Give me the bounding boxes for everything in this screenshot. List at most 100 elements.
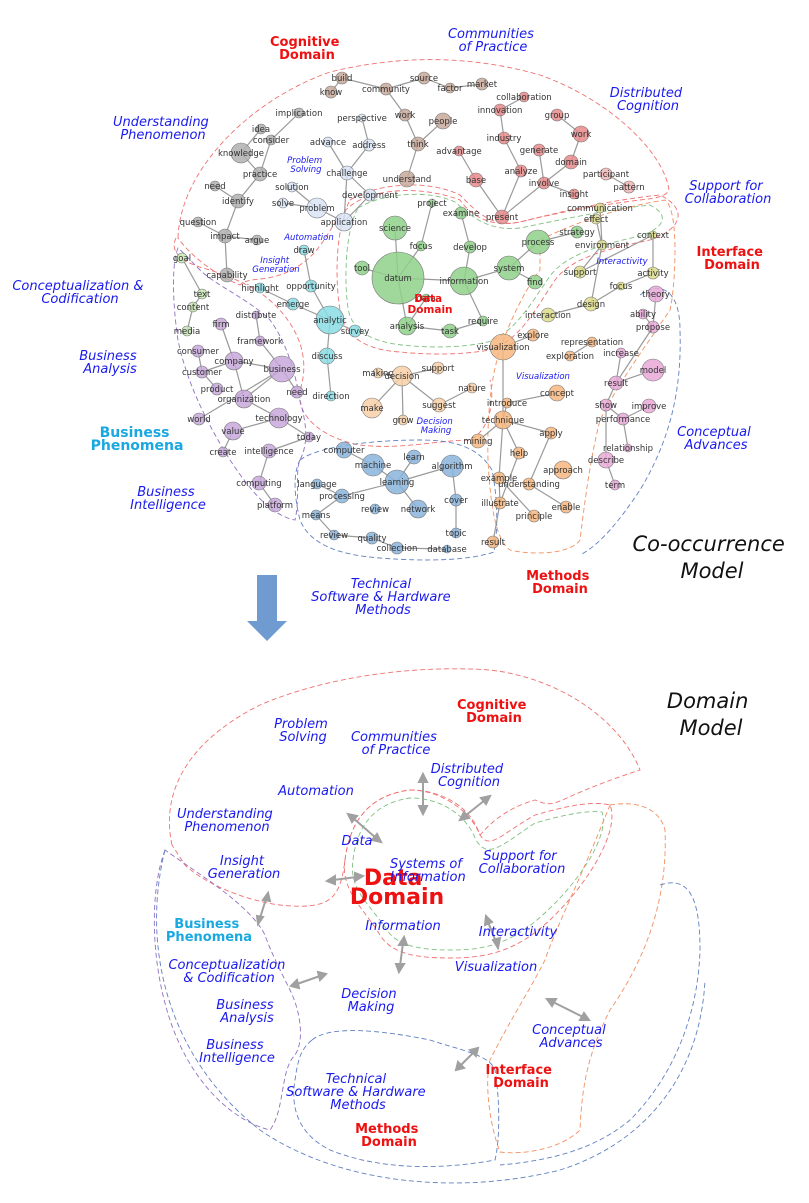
network-node: information: [439, 266, 489, 296]
node-label: collaboration: [496, 93, 551, 103]
conceptualization-label: Conceptualization & Codification: [12, 279, 147, 307]
node-label: examine: [443, 209, 480, 219]
node-label: solve: [272, 199, 294, 209]
node-circle: [210, 382, 224, 396]
node-circle: [466, 382, 478, 394]
network-node: highlight: [241, 282, 279, 294]
node-label: show: [595, 401, 617, 411]
node-label: topic: [446, 529, 467, 539]
node-label: pattern: [613, 183, 644, 193]
node-circle: [493, 496, 507, 510]
node-circle: [637, 308, 649, 320]
outer-boundary: [156, 849, 706, 1184]
node-circle: [255, 123, 267, 135]
network-node: propose: [636, 320, 670, 334]
network-edge: [579, 234, 654, 273]
node-circle: [527, 274, 543, 290]
node-label: strategy: [559, 228, 594, 238]
bottom-methods-line1: Methods: [355, 1122, 418, 1137]
node-circle: [268, 407, 290, 429]
node-circle: [608, 375, 624, 391]
b-systems-line2: Information: [390, 870, 465, 885]
network-node: create: [210, 446, 236, 458]
node-label: highlight: [241, 284, 279, 294]
cognitive-domain-label-line2: Domain: [279, 48, 335, 63]
node-label: consumer: [177, 347, 220, 357]
down-arrow-icon: [247, 575, 287, 641]
business-analysis-label: Business Analysis: [79, 349, 140, 377]
node-label: datum: [384, 274, 412, 284]
business-analysis-line1: Business: [79, 349, 137, 364]
node-circle: [522, 477, 536, 491]
b-distributed-line1: Distributed: [431, 762, 504, 777]
bottom-decision-label: Decision Making: [341, 987, 401, 1015]
network-edge: [181, 257, 203, 295]
business-phenomena-label-line2: Phenomena: [91, 438, 184, 454]
network-node: process: [522, 229, 555, 255]
node-label: decision: [384, 372, 419, 382]
network-node: platform: [257, 497, 293, 513]
network-edge: [528, 483, 567, 508]
network-node: need: [286, 385, 308, 399]
node-label: factor: [438, 84, 463, 94]
bottom-cognitive-line2: Domain: [466, 711, 522, 726]
network-node: understanding: [498, 477, 560, 491]
node-label: source: [410, 74, 438, 84]
node-circle: [252, 166, 268, 182]
node-circle: [434, 112, 452, 130]
network-node: quality: [357, 531, 387, 545]
network-node: market: [467, 77, 498, 91]
node-label: nature: [458, 384, 486, 394]
network-node: introduce: [487, 397, 527, 409]
node-label: focus: [610, 282, 633, 292]
network-node: text: [194, 288, 211, 300]
node-label: technology: [255, 414, 302, 424]
node-circle: [572, 125, 590, 143]
network-node: analyze: [505, 164, 537, 178]
domain-model: Cognitive Domain Data Domain Interface D…: [153, 668, 748, 1184]
bottom-business-intelligence-label: Business Intelligence: [199, 1038, 275, 1066]
network-node: think: [407, 136, 429, 152]
b-systems-line1: Systems of: [390, 857, 464, 872]
node-circle: [251, 475, 267, 491]
interface-domain-label-line1: Interface: [696, 245, 763, 260]
network-node: suggest: [422, 397, 456, 413]
network-node: review: [361, 503, 389, 515]
conceptual-advances-boundary: [579, 287, 681, 556]
b-communities-line1: Communities: [351, 730, 437, 745]
node-circle: [354, 260, 370, 276]
bottom-problem-solving-label: Problem Solving: [274, 717, 332, 745]
network-node: perspective: [337, 113, 387, 124]
node-circle: [641, 358, 665, 382]
node-label: task: [441, 327, 459, 337]
double-arrow-icon-conceptualization-decision: [289, 970, 328, 990]
node-circle: [187, 301, 199, 313]
node-label: involve: [529, 179, 560, 189]
understanding-phenomenon-label: Understanding Phenomenon: [113, 115, 213, 143]
node-label: ability: [630, 310, 656, 320]
network-node: develop: [453, 240, 487, 254]
node-label: generate: [520, 146, 559, 156]
bottom-business-line2: Phenomena: [166, 930, 252, 945]
business-intelligence-label: Business Intelligence: [130, 485, 206, 513]
network-edge: [599, 207, 603, 246]
node-label: collection: [377, 544, 418, 554]
network-node: advance: [310, 136, 346, 148]
b-decision-line2: Making: [348, 1000, 395, 1015]
network-node: visualization: [476, 333, 530, 361]
co-occurrence-title-line2: Model: [680, 559, 743, 583]
node-label: direction: [312, 392, 349, 402]
node-circle: [573, 265, 587, 279]
decision-line1: Decision: [417, 417, 453, 427]
node-label: grow: [393, 416, 414, 426]
node-label: computer: [324, 446, 365, 456]
node-label: activity: [637, 269, 668, 279]
node-circle: [525, 229, 551, 255]
node-label: describe: [588, 456, 624, 466]
business-phenomena-label: Business Phenomena: [91, 425, 184, 454]
network-edge: [396, 547, 448, 550]
b-concept-line2: & Codification: [183, 971, 275, 986]
methods-domain-label: Methods Domain: [526, 569, 594, 597]
network-node: work: [571, 125, 591, 143]
node-circle: [596, 239, 608, 251]
